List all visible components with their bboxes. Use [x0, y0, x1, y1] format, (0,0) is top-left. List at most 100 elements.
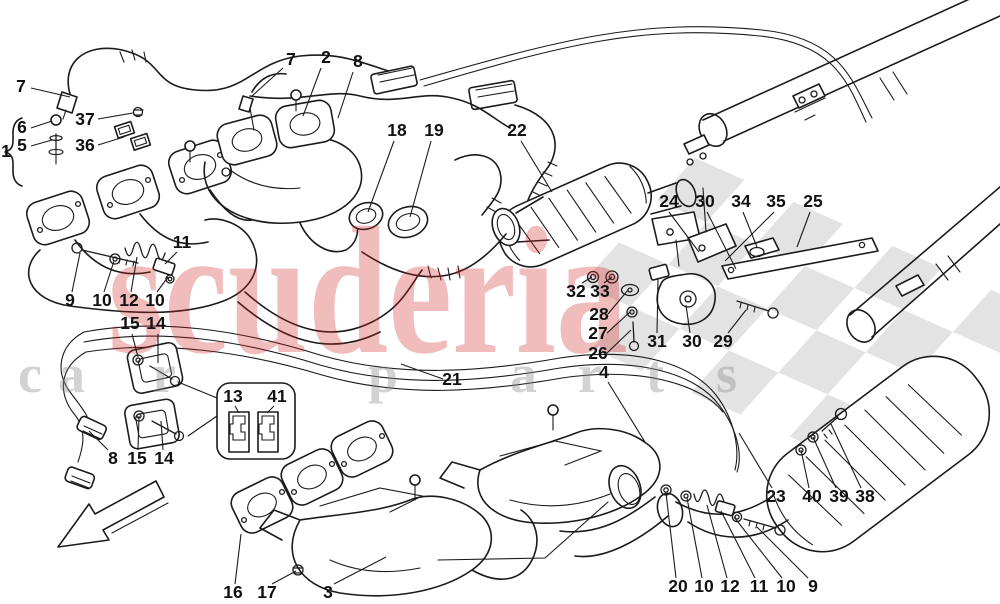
callout-label: 10: [694, 576, 714, 596]
callout-label: 6: [17, 117, 27, 137]
leader-line: [606, 329, 632, 354]
manifold-front-upper-2: [203, 89, 363, 253]
callout-label: 15: [127, 448, 147, 468]
manifold-front-upper: [25, 139, 258, 314]
leader-line: [97, 112, 134, 120]
leader-line: [30, 120, 53, 129]
leader-line: [103, 260, 115, 293]
spring-bolt-row-right: [660, 484, 786, 536]
lambda-sensor-icon: [56, 91, 78, 114]
manifold-lower-4: [439, 404, 661, 524]
callout-label: 3: [323, 582, 333, 602]
checker-cell: [581, 242, 669, 307]
leader-line: [333, 556, 387, 585]
callout-label: 11: [750, 576, 769, 596]
leader-line: [302, 67, 322, 117]
callout-label: 38: [855, 486, 875, 506]
watermark-letter-gray: p: [368, 344, 398, 404]
leader-line: [607, 289, 629, 315]
callout-label: 22: [507, 120, 527, 140]
callout-label: 12: [119, 290, 139, 310]
leader-line: [137, 415, 140, 451]
leader-line: [367, 140, 395, 213]
lambda-sensor-icon: [238, 95, 254, 113]
callout-label-group: 1: [1, 141, 11, 161]
callout-label: 27: [588, 323, 607, 343]
leader-line: [656, 278, 659, 334]
leader-line: [665, 492, 677, 579]
callout-label: 26: [588, 343, 608, 363]
callout-label: 2: [321, 47, 331, 67]
callout-label: 31: [647, 331, 667, 351]
watermark-letter-gray: r: [578, 344, 602, 404]
leader-line: [30, 139, 53, 147]
callout-label: 20: [668, 576, 688, 596]
leader-line: [686, 497, 703, 579]
leader-line: [131, 333, 139, 358]
mount-bracket-cluster: [586, 187, 879, 352]
leader-line: [400, 363, 444, 380]
leader-line: [724, 211, 775, 262]
leader-line: [266, 405, 275, 414]
callout-label: 7: [286, 49, 296, 69]
small-parts-upper-left: [49, 106, 152, 151]
leader-line: [271, 570, 297, 585]
checker-cell: [679, 286, 768, 351]
callout-label: 7: [16, 76, 26, 96]
watermark-letter-gray: a: [510, 344, 537, 404]
leader-line: [706, 504, 728, 579]
callout-label: 39: [829, 486, 849, 506]
callout-label: 17: [257, 582, 276, 602]
leader-line: [251, 67, 284, 97]
callout-label: 10: [776, 576, 796, 596]
callout-label: 9: [808, 576, 818, 596]
leader-line: [800, 449, 810, 489]
callout-label: 33: [590, 281, 610, 301]
callout-label: 10: [145, 290, 165, 310]
callout-label: 40: [802, 486, 822, 506]
callout-label: 8: [108, 448, 118, 468]
leader-line: [706, 211, 737, 270]
leader-line: [603, 276, 613, 284]
leader-line: [796, 211, 811, 248]
leader-line: [581, 276, 593, 284]
leader-line: [71, 252, 81, 293]
leader-line: [727, 309, 747, 334]
callout-label: 10: [92, 290, 112, 310]
callout-label: 11: [173, 232, 192, 252]
watermark-letter-gray: c: [18, 344, 42, 404]
leader-line: [607, 381, 646, 443]
watermark-letter-gray: r: [152, 344, 176, 404]
leader-line: [164, 251, 178, 265]
callout-label: 34: [731, 191, 751, 211]
callout-label: 30: [682, 331, 702, 351]
callout-label: 14: [154, 448, 174, 468]
callout-label: 13: [223, 386, 243, 406]
leader-line: [738, 432, 773, 489]
callout-label: 32: [566, 281, 586, 301]
callout-label: 14: [146, 313, 166, 333]
catalytic-converter-upper: [491, 162, 701, 268]
direction-arrow: [57, 480, 169, 548]
leader-line: [742, 211, 758, 248]
oxygen-sensor-cables: [56, 26, 873, 239]
callout-label: 37: [75, 109, 94, 129]
checker-cell: [778, 330, 866, 395]
checker-cell: [767, 266, 855, 331]
manifold-gaskets: [230, 420, 394, 576]
leader-line: [130, 256, 138, 293]
callout-label: 18: [387, 120, 407, 140]
checker-cell: [854, 245, 942, 311]
rear-muffler: [437, 355, 991, 561]
callout-label: 21: [442, 369, 462, 389]
nut-icon: [292, 564, 304, 576]
callout-label: 28: [589, 304, 609, 324]
leader-line: [685, 304, 691, 334]
leader-line: [520, 140, 553, 193]
muffler-bolt-set: [795, 407, 848, 456]
leader-line: [830, 423, 862, 489]
watermark-word-red: scuderia: [108, 191, 628, 392]
callout-label: 29: [713, 331, 733, 351]
